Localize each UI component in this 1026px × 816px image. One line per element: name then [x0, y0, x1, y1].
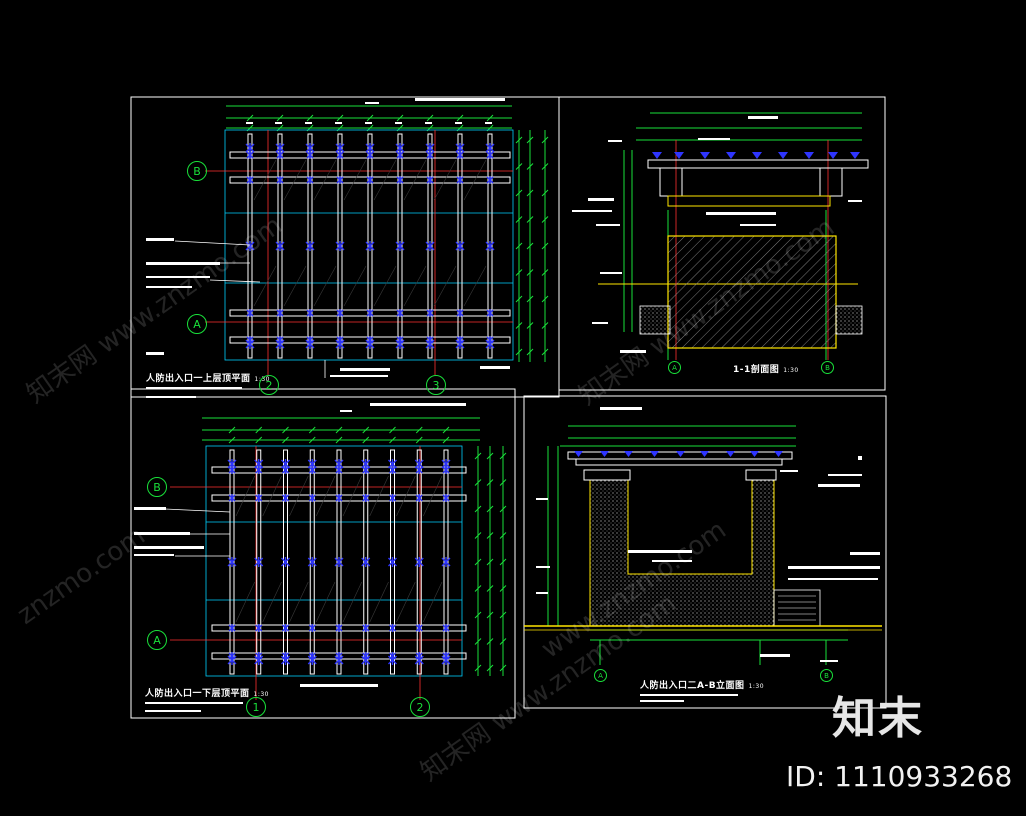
axis-bubble-plan2-2: 2 [410, 697, 430, 717]
axis-bubble-plan1-3: 3 [426, 375, 446, 395]
sheet-frames [130, 96, 887, 719]
upper-roof-plan-drawing [146, 98, 549, 398]
axis-bubble-section-a: A [668, 361, 681, 374]
view-scale: 1:30 [748, 683, 765, 690]
axis-bubble-plan2-b: B [147, 477, 167, 497]
elevation-a-b-drawing [524, 407, 882, 702]
image-id-label: ID: 1110933268 [786, 760, 1013, 793]
axis-bubble-elev-a: A [594, 669, 607, 682]
section-1-1-drawing [572, 112, 869, 360]
axis-bubble-plan1-a: A [187, 314, 207, 334]
axis-bubble-plan2-1: 1 [246, 697, 266, 717]
view-title-text: 1-1剖面图 [733, 365, 780, 375]
view-scale: 1:30 [783, 367, 799, 374]
view-scale: 1:30 [253, 691, 269, 698]
view-title-text: 人防出入口二A-B立面图 [640, 681, 745, 691]
brand-logo-text: 知末 [832, 693, 924, 744]
axis-bubble-plan1-2: 2 [259, 375, 279, 395]
axis-bubble-plan1-b: B [187, 161, 207, 181]
lower-roof-plan-drawing [134, 403, 507, 712]
axis-bubble-elev-b: B [820, 669, 833, 682]
axis-bubble-plan2-a: A [147, 630, 167, 650]
view-title-text: 人防出入口一下层顶平面 [145, 689, 250, 699]
view-title-text: 人防出入口一上层顶平面 [146, 374, 251, 384]
axis-bubble-section-b: B [821, 361, 834, 374]
